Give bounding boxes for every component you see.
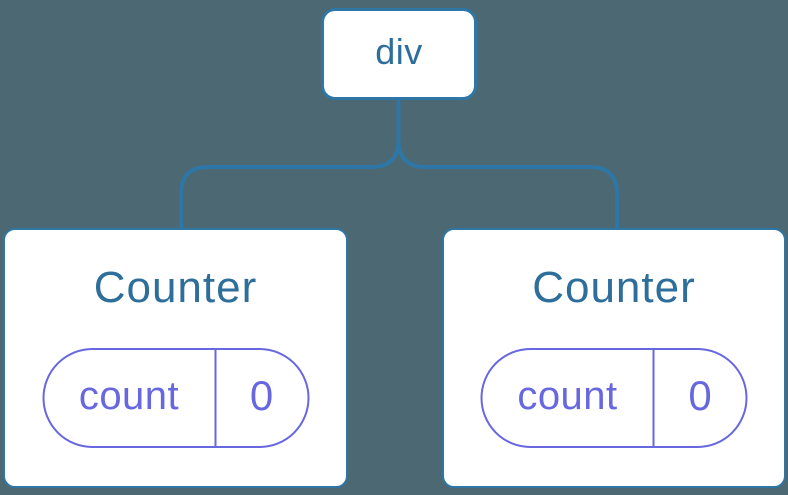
counter-title: Counter xyxy=(93,263,258,312)
state-key: count xyxy=(483,350,655,446)
counter-node-left: Counter count 0 xyxy=(3,228,348,488)
state-pill: count 0 xyxy=(42,348,309,448)
counter-node-right: Counter count 0 xyxy=(442,228,786,488)
root-node-div: div xyxy=(321,8,477,100)
state-value: 0 xyxy=(249,372,274,419)
root-node-label: div xyxy=(375,31,423,72)
counter-title: Counter xyxy=(532,263,696,312)
state-pill: count 0 xyxy=(480,348,748,448)
connector-right-branch xyxy=(396,139,619,230)
state-key: count xyxy=(44,350,216,446)
state-value: 0 xyxy=(688,372,712,419)
connector-left-branch xyxy=(179,98,401,230)
